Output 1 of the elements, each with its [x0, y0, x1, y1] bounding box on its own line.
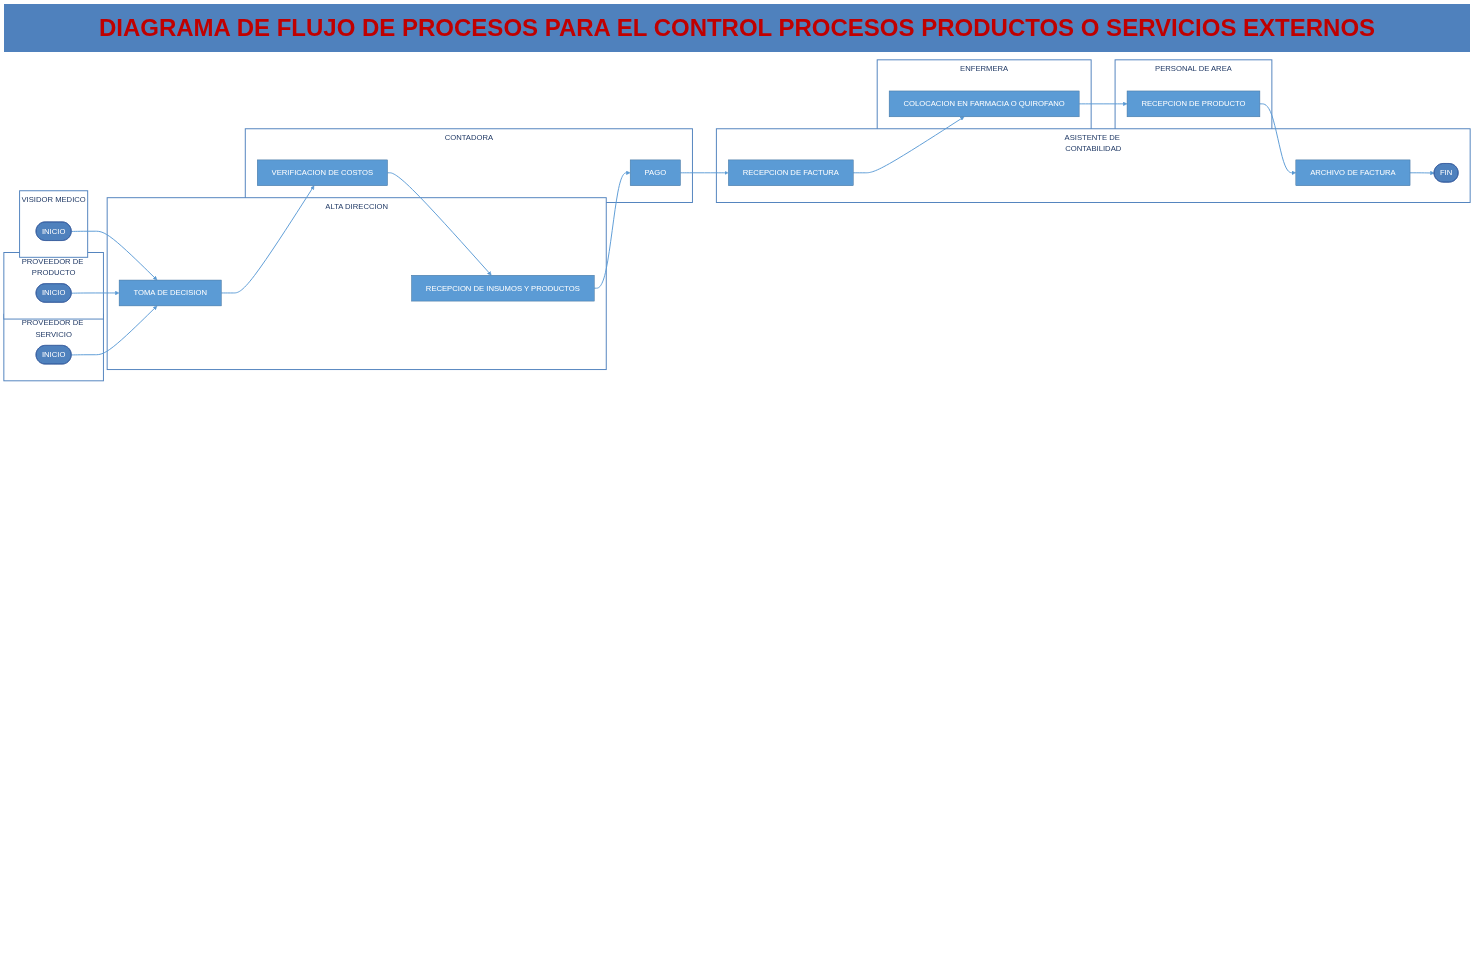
diagram-title: DIAGRAMA DE FLUJO DE PROCESOS PARA EL CONTROL PROCESOS PRODUCTOS O SERVICIOS EXTERNOS: [4, 4, 1470, 52]
